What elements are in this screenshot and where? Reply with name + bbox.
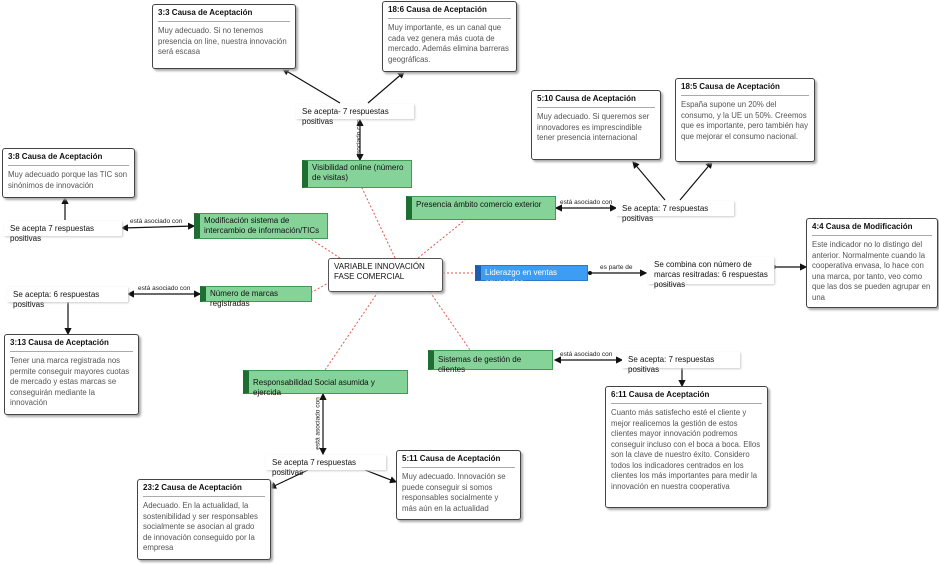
memo-5-11[interactable]: 5:11 Causa de Aceptación Muy adecuado. I… (396, 450, 521, 520)
arrow-quote-m232 (268, 469, 309, 489)
code-modificacion-sistema[interactable]: Modificación sistema de intercambio de i… (194, 213, 328, 239)
relation-label-responsabilidad: está asociado con (314, 397, 322, 450)
arrow-quote-m511 (364, 469, 398, 484)
memo-title: 3:13 Causa de Aceptación (10, 338, 133, 352)
arrow-quote-m185 (679, 161, 713, 201)
memo-body: España supone un 20% del consumo, y la U… (681, 100, 808, 141)
relation-label-liderazgo: es parte de (600, 264, 633, 271)
memo-title: 4:4 Causa de Modificación (812, 222, 932, 236)
memo-body: Cuanto más satisfecho esté el cliente y … (611, 408, 761, 491)
memo-body: Muy adecuado. Si queremos ser innovadore… (537, 112, 650, 142)
memo-title: 3:8 Causa de Aceptación (8, 152, 129, 166)
memo-title: 18:6 Causa de Aceptación (388, 5, 511, 19)
memo-18-6[interactable]: 18:6 Causa de Aceptación Muy importante,… (382, 1, 517, 72)
memo-title: 23:2 Causa de Aceptación (143, 483, 265, 497)
memo-title: 5:11 Causa de Aceptación (402, 454, 515, 468)
code-numero-marcas[interactable]: Número de marcas registradas (200, 286, 312, 308)
memo-4-4[interactable]: 4:4 Causa de Modificación Este indicador… (806, 218, 938, 308)
quote-responsabilidad[interactable]: Se acepta 7 respuestas positivas (266, 455, 386, 477)
quote-marcas[interactable]: Se acepta: 6 respuestas positivas (7, 287, 128, 309)
code-presencia-exterior[interactable]: Presencia ámbito comercio exterior (406, 196, 556, 220)
memo-body: Este indicador no lo distingo del anteri… (812, 240, 931, 302)
relation-label-sistemas: está asociado con (560, 351, 613, 358)
spoke-presencia (417, 219, 466, 259)
quote-sistemas[interactable]: Se acepta: 7 respuestas positivas (622, 352, 740, 374)
dot-lid (588, 271, 592, 275)
memo-title: 18:5 Causa de Aceptación (681, 82, 809, 96)
spoke-marcas (311, 281, 331, 293)
memo-3-8[interactable]: 3:8 Causa de Aceptación Muy adecuado por… (2, 148, 135, 198)
memo-18-5[interactable]: 18:5 Causa de Aceptación España supone u… (675, 78, 815, 162)
relation-label-modificacion: está asociado con (130, 218, 183, 225)
code-liderazgo-ventas[interactable]: Liderazgo en ventas envasadas (475, 265, 588, 287)
memo-23-2[interactable]: 23:2 Causa de Aceptación Adecuado. En la… (137, 479, 271, 560)
memo-body: Adecuado. En la actualidad, la sostenibi… (143, 501, 258, 552)
memo-title: 3:3 Causa de Aceptación (158, 8, 290, 22)
arrow-quote-m33 (281, 68, 341, 104)
quote-visibilidad[interactable]: Se acepta- 7 respuestas positivas (296, 104, 414, 126)
memo-3-13[interactable]: 3:13 Causa de Aceptación Tener una marca… (4, 334, 139, 415)
memo-5-10[interactable]: 5:10 Causa de Aceptación Muy adecuado. S… (531, 90, 661, 160)
memo-3-3[interactable]: 3:3 Causa de Aceptación Muy adecuado. Si… (152, 4, 296, 69)
memo-6-11[interactable]: 6:11 Causa de Aceptación Cuanto más sati… (605, 386, 768, 508)
arrow-quote-m510 (632, 161, 666, 201)
center-node[interactable]: VARIABLE INNOVACIÓN FASE COMERCIAL (328, 258, 443, 292)
memo-body: Muy adecuado. Innovación se puede conseg… (402, 472, 506, 513)
spoke-responsabilidad (324, 291, 379, 371)
memo-body: Muy adecuado porque las TIC son sinónimo… (8, 170, 128, 190)
code-responsabilidad-social[interactable]: Responsabilidad Social asumida y ejercid… (243, 370, 408, 397)
code-sistemas-gestion[interactable]: Sistemas de gestión de clientes (428, 350, 553, 374)
spoke-sistemas (429, 291, 471, 351)
quote-liderazgo[interactable]: Se combina con número de marcas resitrad… (648, 257, 774, 289)
memo-body: Tener una marca registrada nos permite c… (10, 356, 130, 407)
quote-modificacion[interactable]: Se acepta 7 respuestas positivas (4, 221, 122, 243)
spoke-visibilidad (361, 187, 396, 259)
relation-label-marcas: está asociado con (138, 285, 191, 292)
arrow-quote-m186 (367, 71, 405, 104)
memo-body: Muy adecuado. Si no tenemos presencia on… (158, 26, 287, 56)
memo-body: Muy importante, es un canal que cada vez… (388, 23, 509, 64)
relation-label-presencia: está asociado con (560, 199, 613, 206)
code-visibilidad-online[interactable]: Visibilidad online (número de visitas) (302, 160, 412, 188)
memo-title: 5:10 Causa de Aceptación (537, 94, 655, 108)
arrow-mod-quote (120, 222, 196, 232)
quote-presencia[interactable]: Se acepta: 7 respuestas positivas (616, 201, 734, 223)
memo-title: 6:11 Causa de Aceptación (611, 390, 762, 404)
